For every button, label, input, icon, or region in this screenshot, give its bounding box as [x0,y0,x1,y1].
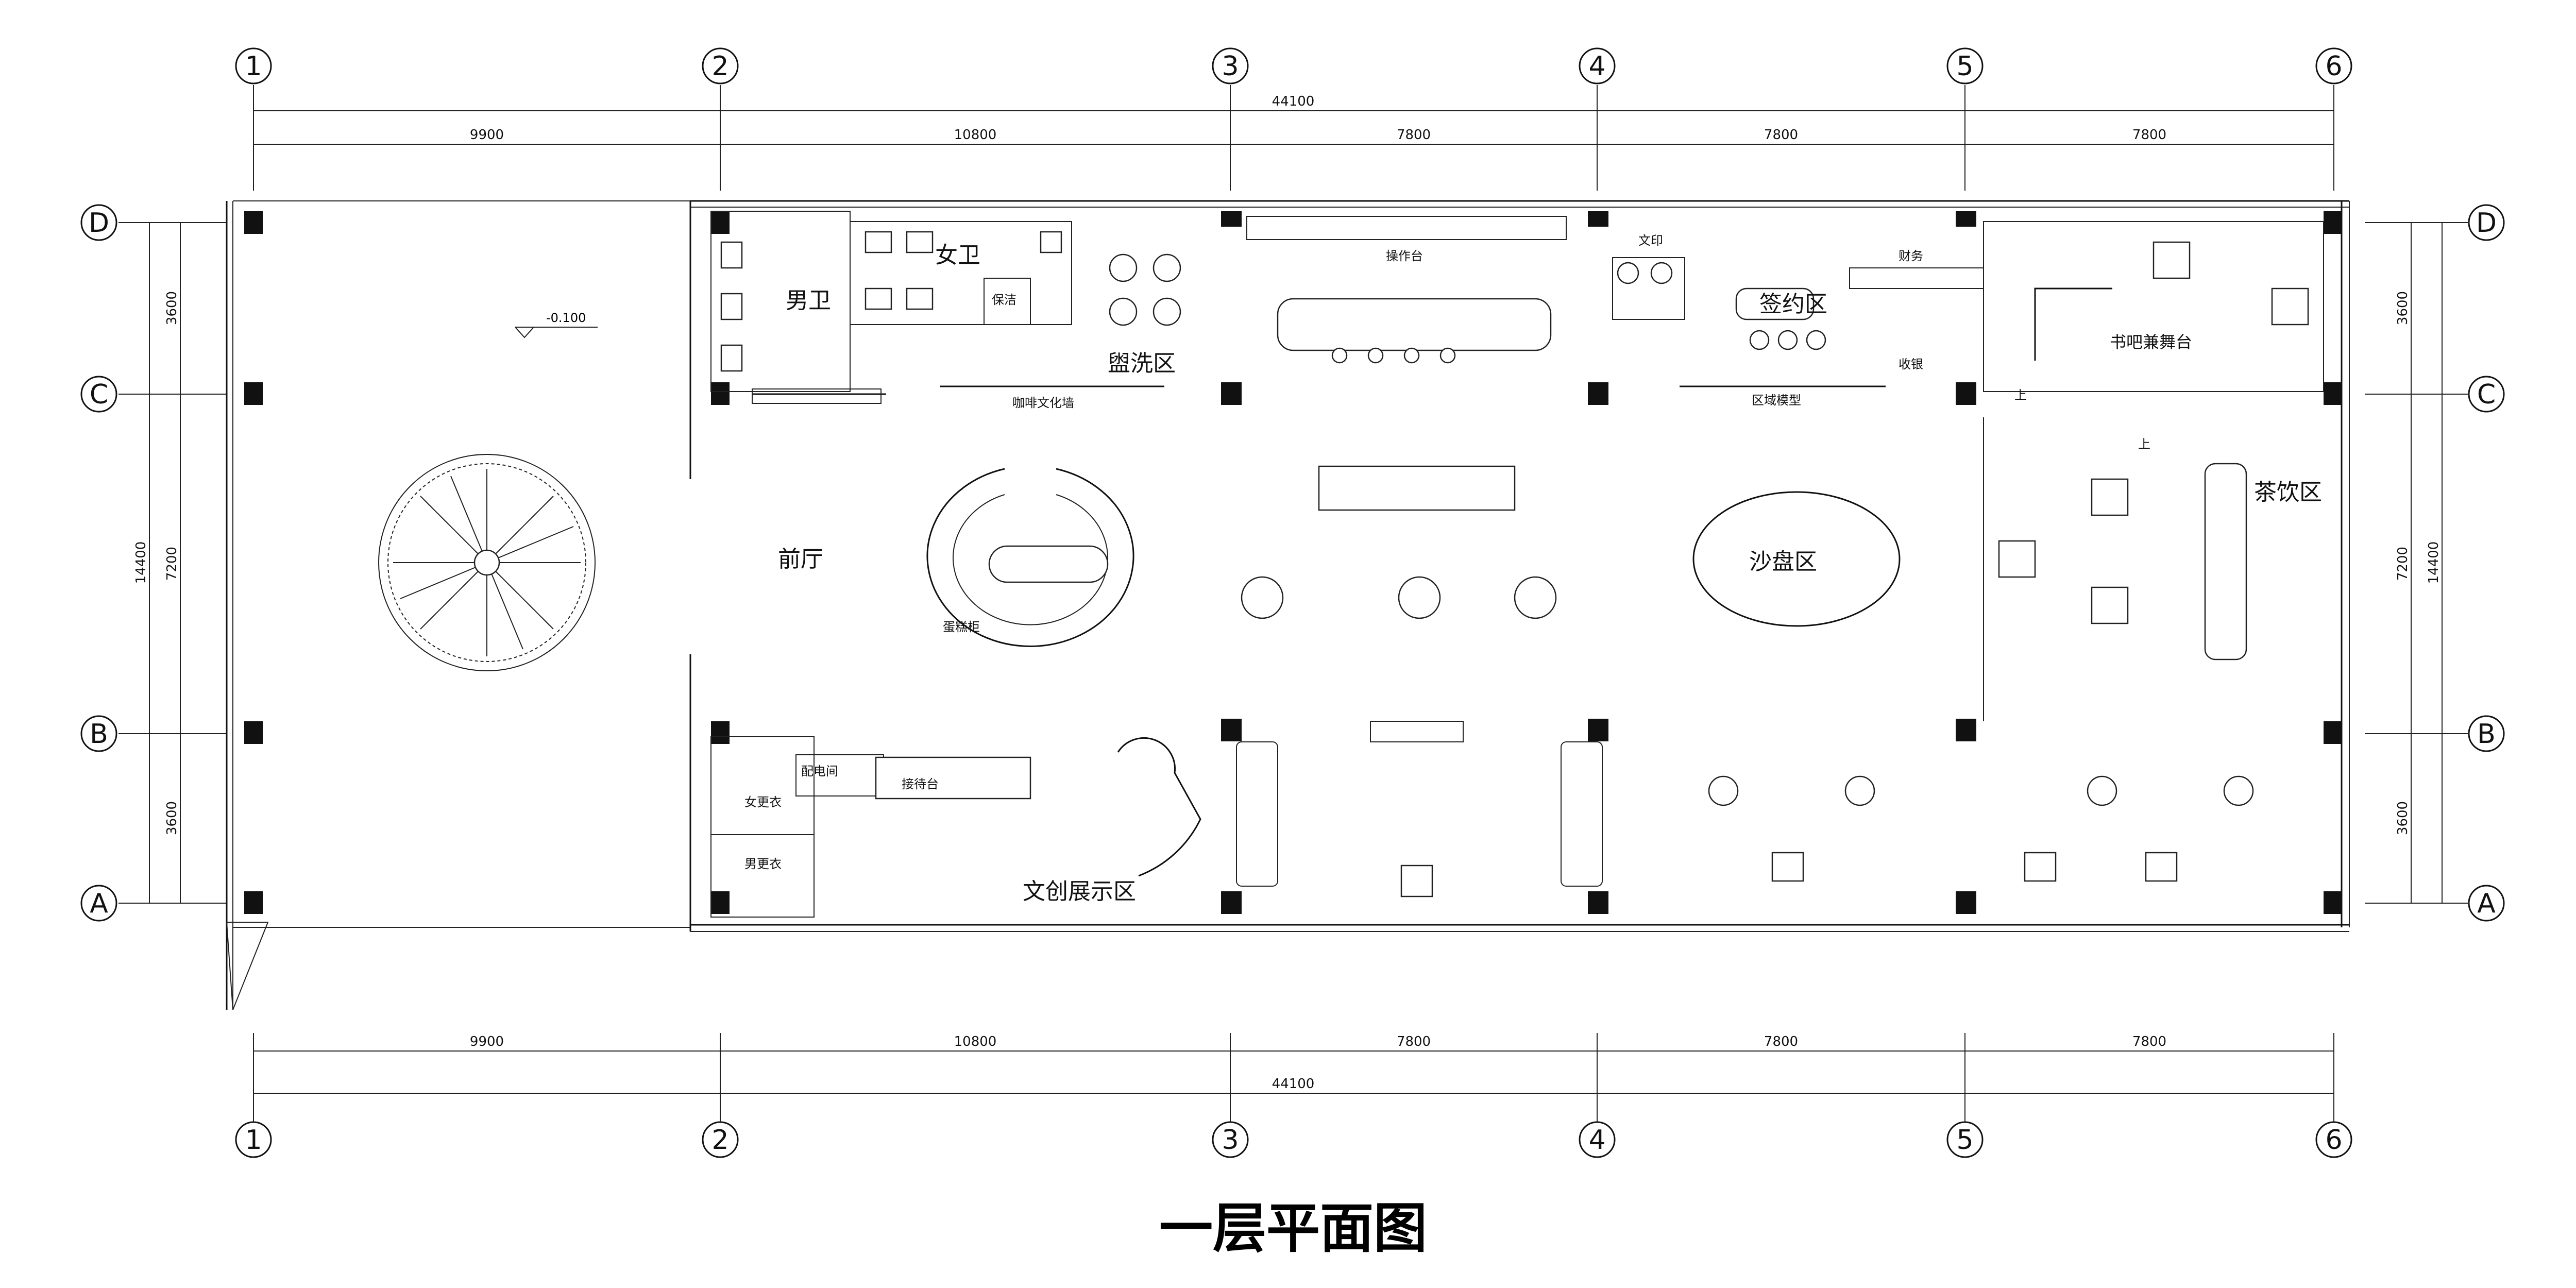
elevation-label: -0.100 [546,311,586,325]
dim-top-seg-1: 9900 [470,127,504,143]
dim-top-seg-3: 7800 [1397,127,1431,143]
label-cake-cabinet: 蛋糕柜 [943,620,980,634]
structural-columns [244,211,2342,914]
dim-right-seg-3: 3600 [2395,801,2411,835]
dim-bottom-seg-4: 7800 [1764,1034,1798,1049]
office-zone [1612,257,1984,350]
axis-label-B-right: B [2477,719,2496,750]
dimension-bottom: 9900 10800 7800 7800 7800 44100 [253,1033,2334,1122]
wash-basins [1109,253,1181,326]
room-tea-area: 茶饮区 [2254,479,2322,505]
room-womens-locker: 女更衣 [744,795,782,809]
room-bookbar-stage: 书吧兼舞台 [2110,332,2192,352]
axis-label-D-right: D [2476,208,2497,239]
room-lobby: 前厅 [778,546,823,572]
axis-label-3-top: 3 [1222,51,1239,82]
dim-left-seg-1: 3600 [164,291,180,325]
tea-area [1983,417,2247,721]
room-cleaning: 保洁 [992,293,1016,307]
axis-label-6-top: 6 [2325,51,2342,82]
service-block [710,736,1031,918]
label-stairs-up-2: 上 [2138,437,2150,451]
operation-counter [1246,216,1567,364]
elevation-marker: -0.100 [515,311,598,338]
axis-label-A-left: A [90,888,108,919]
axis-markers-top: 1 2 3 4 5 6 [235,47,2352,84]
label-stairs-up-1: 上 [2014,388,2027,402]
axis-label-5-top: 5 [1956,51,1973,82]
axis-label-2-top: 2 [711,51,728,82]
drawing-title: 一层平面图 [1159,1197,1427,1260]
axis-label-C-right: C [2477,379,2496,410]
room-sand-table: 沙盘区 [1749,549,1817,575]
dim-right-total: 14400 [2426,541,2442,584]
dim-left-seg-3: 3600 [164,801,180,835]
label-reception: 接待台 [902,777,939,791]
dim-left-seg-2: 7200 [164,547,180,581]
axis-markers-bottom: 1 2 3 4 5 6 [235,1121,2352,1158]
dim-bottom-seg-5: 7800 [2132,1034,2166,1049]
axis-label-3-bottom: 3 [1222,1125,1239,1156]
axis-label-A-right: A [2477,888,2496,919]
building-outline [226,200,2350,1010]
bookbar-stage [1983,221,2324,392]
axis-markers-left: D C B A [80,204,117,922]
axis-markers-right: D C B A [2468,204,2505,922]
axis-label-4-bottom: 4 [1588,1125,1605,1156]
room-womens-wc: 女卫 [935,242,980,268]
room-mens-wc: 男卫 [786,287,831,314]
axis-label-D-left: D [89,208,109,239]
tree-planter [378,454,596,671]
axis-label-1-top: 1 [245,51,262,82]
dim-right-seg-2: 7200 [2395,547,2411,581]
dim-bottom-total: 44100 [1272,1076,1315,1092]
dim-bottom-seg-3: 7800 [1397,1034,1431,1049]
restroom-block [710,211,1072,404]
room-signing: 签约区 [1759,291,1827,317]
dim-top-seg-2: 10800 [954,127,997,143]
dimension-top: 44100 9900 10800 7800 7800 7800 [253,85,2334,191]
dim-bottom-seg-2: 10800 [954,1034,997,1049]
axis-label-4-top: 4 [1588,51,1605,82]
axis-label-6-bottom: 6 [2325,1125,2342,1156]
dimension-left: 14400 3600 7200 3600 [118,222,227,904]
axis-label-1-bottom: 1 [245,1125,262,1156]
room-wash-area: 盥洗区 [1108,350,1176,377]
dim-top-seg-5: 7800 [2132,127,2166,143]
dimension-right: 3600 7200 3600 14400 [2365,222,2468,904]
room-power: 配电间 [801,764,838,778]
label-finance: 财务 [1899,249,1923,263]
label-print: 文印 [1638,233,1663,248]
axis-label-2-bottom: 2 [711,1125,728,1156]
lounge-seating [1236,721,2254,897]
label-region-model: 区域模型 [1752,393,1801,408]
axis-label-C-left: C [90,379,108,410]
creative-display-counter [1117,737,1201,877]
central-dining [1241,465,1557,619]
axis-label-B-left: B [90,719,108,750]
sand-table [1692,491,1901,627]
dim-top-total: 44100 [1272,94,1315,109]
room-creative-display: 文创展示区 [1023,878,1136,905]
label-cashier: 收银 [1899,357,1923,371]
cake-cabinet-counter [926,468,1134,647]
label-coffee-wall: 咖啡文化墙 [1012,396,1074,410]
room-mens-locker: 男更衣 [744,857,782,871]
axis-label-5-bottom: 5 [1956,1125,1973,1156]
dim-left-total: 14400 [133,541,149,584]
dim-right-seg-1: 3600 [2395,291,2411,325]
label-operation-counter: 操作台 [1386,249,1423,263]
dim-bottom-seg-1: 9900 [470,1034,504,1049]
dim-top-seg-4: 7800 [1764,127,1798,143]
